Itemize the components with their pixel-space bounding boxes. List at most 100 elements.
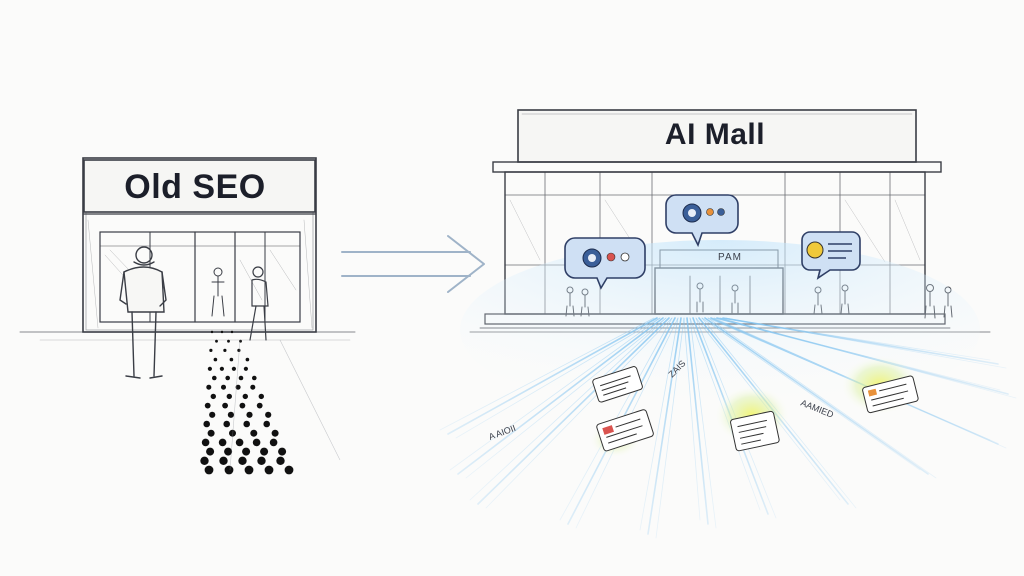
card-3 xyxy=(730,410,780,452)
light-beam xyxy=(439,317,655,431)
data-cards xyxy=(592,366,919,452)
trail-dot xyxy=(265,411,272,418)
trail-dot xyxy=(221,384,226,390)
trail-dot xyxy=(201,438,210,447)
trail-dot xyxy=(264,465,274,475)
trail-dot xyxy=(215,339,218,343)
trail-dot xyxy=(269,438,278,447)
trail-dot xyxy=(210,393,216,400)
trail-dot xyxy=(204,402,211,409)
light-beam xyxy=(704,317,929,475)
trail-dot xyxy=(220,330,224,334)
transition-arrow xyxy=(341,235,485,293)
trail-dot xyxy=(237,348,241,352)
trail-dot xyxy=(207,366,212,371)
trail-dot xyxy=(276,456,285,465)
old-seo-store xyxy=(19,157,356,379)
trail-dot xyxy=(209,411,216,418)
light-beam xyxy=(477,317,670,505)
trail-dot xyxy=(271,429,279,437)
chat-bubble-center xyxy=(665,194,739,248)
light-beam xyxy=(647,317,682,535)
light-beam xyxy=(447,317,658,435)
light-beam xyxy=(683,317,701,521)
trail-dot xyxy=(230,330,234,334)
trail-dot xyxy=(203,420,210,428)
ai-mall-building xyxy=(469,109,991,333)
trail-dot xyxy=(235,384,241,390)
trail-dot xyxy=(258,393,264,400)
trail-dot xyxy=(238,456,247,465)
trail-dot xyxy=(260,447,269,456)
chat-bubble-left xyxy=(564,237,646,290)
shopper-inside xyxy=(211,267,225,317)
trail-dot xyxy=(245,357,250,362)
light-beam xyxy=(701,317,921,471)
trail-dot xyxy=(256,402,263,409)
trail-dot xyxy=(212,375,217,381)
light-beam xyxy=(469,317,667,501)
trail-dot xyxy=(250,429,258,437)
light-beam xyxy=(707,317,937,479)
light-beam xyxy=(455,317,661,439)
entrance-sign-text: PAM xyxy=(718,252,742,263)
card-1 xyxy=(592,366,643,403)
trail-dot xyxy=(226,393,232,400)
trail-dot xyxy=(204,465,214,475)
ai-mall-sign-text: AI Mall xyxy=(664,118,766,151)
trail-dot xyxy=(207,429,215,437)
trail-dot xyxy=(218,438,227,447)
trail-dot xyxy=(257,456,266,465)
card-2 xyxy=(596,409,654,452)
light-beam xyxy=(449,317,661,471)
trail-dot xyxy=(239,402,246,409)
trail-dot xyxy=(229,429,236,437)
trail-dot xyxy=(284,465,294,475)
trail-dot xyxy=(227,339,230,343)
trail-dot xyxy=(219,366,224,371)
trail-dot xyxy=(263,420,271,428)
chat-bubble-right xyxy=(801,231,861,280)
trail-dot xyxy=(225,375,230,381)
trail-dot xyxy=(206,384,212,390)
shopper-walking xyxy=(249,266,269,341)
man-standing xyxy=(119,246,167,379)
trail-dot xyxy=(252,438,261,447)
trail-dot xyxy=(223,348,227,352)
light-beam xyxy=(485,317,673,509)
trail-dot xyxy=(243,420,250,428)
light-beam xyxy=(655,317,685,539)
light-beam xyxy=(457,317,664,475)
light-beam xyxy=(465,317,667,479)
beam-label-1: A AIOII xyxy=(487,423,517,442)
trail-dot xyxy=(229,357,234,362)
old-seo-sign-text: Old SEO xyxy=(124,168,266,206)
trail-dot xyxy=(235,438,244,447)
trail-dot xyxy=(224,465,234,475)
ai-mall-sign xyxy=(517,109,917,163)
light-beam xyxy=(686,317,709,525)
trail-dot xyxy=(239,339,242,343)
trail-dot xyxy=(231,366,236,371)
light-beam xyxy=(725,317,1007,369)
card-4 xyxy=(862,375,919,414)
trail-dot xyxy=(250,384,256,390)
trail-dot xyxy=(224,447,233,456)
trail-dot xyxy=(223,420,230,428)
trail-dot xyxy=(213,357,218,362)
trail-dot xyxy=(244,465,254,475)
trail-dot xyxy=(243,366,248,371)
trail-dot xyxy=(242,393,248,400)
trail-dot xyxy=(210,330,214,334)
trail-dot xyxy=(222,402,229,409)
old-seo-sign xyxy=(83,159,316,213)
trail-dot xyxy=(238,375,244,381)
trail-dot xyxy=(206,447,215,456)
trail-dot xyxy=(227,411,234,418)
trail-dot xyxy=(200,456,209,465)
trail-dot xyxy=(246,411,253,418)
dot-trail xyxy=(200,330,294,475)
trail-dot xyxy=(209,348,213,352)
